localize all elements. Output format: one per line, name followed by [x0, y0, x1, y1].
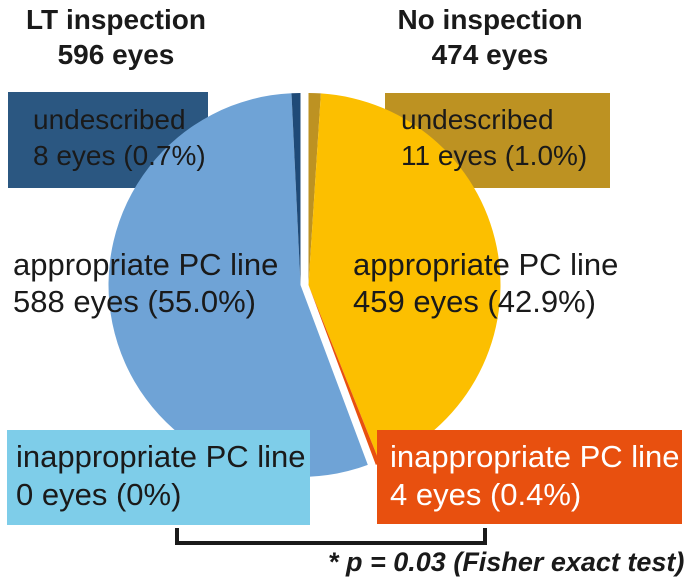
callout-box-inappropriate-no: [377, 430, 682, 524]
group-title-lt-line2: 596 eyes: [57, 39, 175, 70]
label-inappropriate-no: inappropriate PC line 4 eyes (0.4%): [390, 438, 680, 514]
label-appropriate-lt-line2: 588 eyes (55.0%): [13, 284, 256, 319]
label-inappropriate-lt-line2: 0 eyes (0%): [16, 477, 182, 512]
label-undescribed-no: undescribed 11 eyes (1.0%): [401, 102, 587, 174]
label-inappropriate-lt: inappropriate PC line 0 eyes (0%): [16, 438, 306, 514]
label-appropriate-no-line2: 459 eyes (42.9%): [353, 284, 596, 319]
label-undescribed-lt-line2: 8 eyes (0.7%): [33, 140, 206, 171]
label-inappropriate-lt-line1: inappropriate PC line: [16, 439, 306, 474]
pie-slice-lt-inspection-undescribed: [291, 93, 301, 285]
group-title-no-line1: No inspection: [397, 4, 583, 35]
significance-bracket-right-tick: [483, 528, 487, 545]
significance-bracket-left-tick: [175, 528, 179, 545]
label-appropriate-lt-line1: appropriate PC line: [13, 247, 279, 282]
pie-slice-lt-inspection-appropriate-pc-line: [108, 93, 368, 477]
callout-box-inappropriate-lt: [7, 430, 310, 525]
pie-slice-no-inspection-inappropriate-pc-line: [308, 285, 381, 465]
label-undescribed-lt-line1: undescribed: [33, 104, 186, 135]
label-undescribed-no-line1: undescribed: [401, 104, 554, 135]
label-appropriate-no: appropriate PC line 459 eyes (42.9%): [353, 246, 618, 320]
label-undescribed-no-line2: 11 eyes (1.0%): [401, 140, 588, 171]
label-undescribed-lt: undescribed 8 eyes (0.7%): [33, 102, 206, 174]
pie-slice-no-inspection-appropriate-pc-line: [308, 93, 501, 464]
label-appropriate-no-line1: appropriate PC line: [353, 247, 619, 282]
group-title-lt-inspection: LT inspection 596 eyes: [0, 2, 232, 72]
group-title-lt-line1: LT inspection: [26, 4, 206, 35]
group-title-no-line2: 474 eyes: [431, 39, 549, 70]
p-value-annotation: * p = 0.03 (Fisher exact test): [328, 547, 685, 577]
pie-slice-no-inspection-undescribed: [308, 93, 321, 285]
significance-bracket-line: [175, 541, 487, 545]
label-inappropriate-no-line1: inappropriate PC line: [390, 439, 680, 474]
label-appropriate-lt: appropriate PC line 588 eyes (55.0%): [13, 246, 278, 320]
label-inappropriate-no-line2: 4 eyes (0.4%): [390, 477, 582, 512]
group-title-no-inspection: No inspection 474 eyes: [374, 2, 606, 72]
